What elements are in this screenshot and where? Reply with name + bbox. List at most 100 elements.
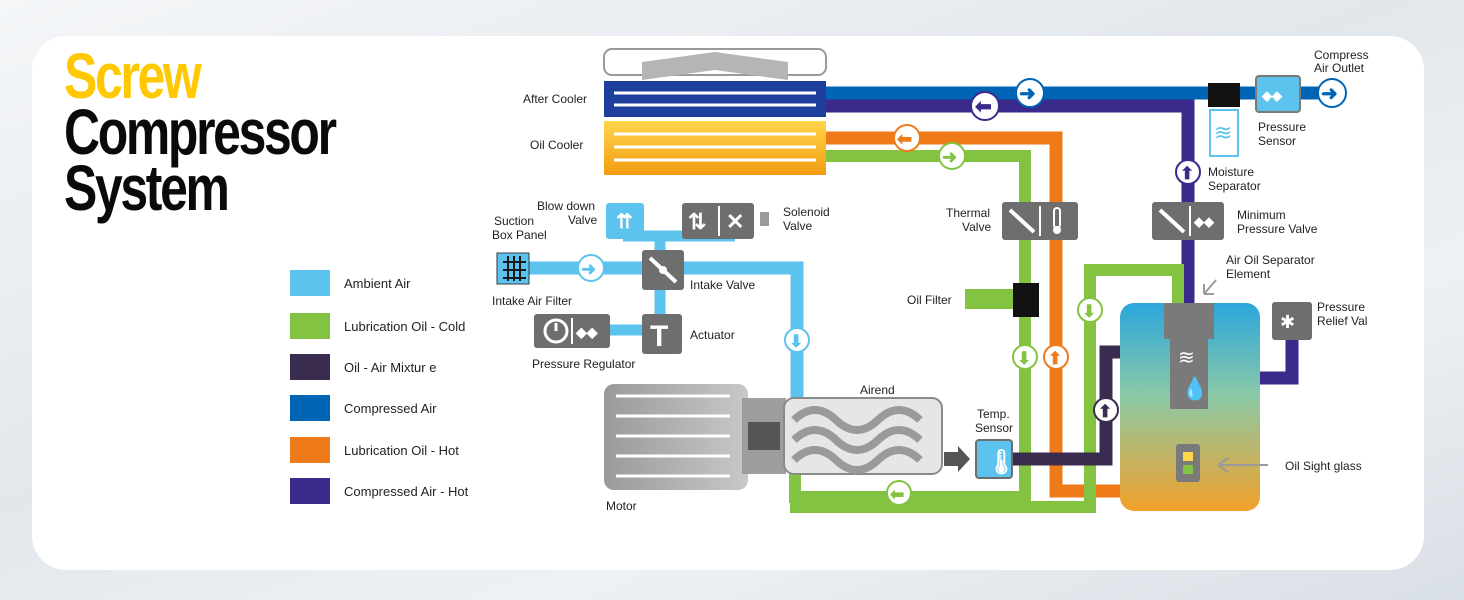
up-arrows-icon: ⇈ [616,211,633,233]
legend-label: Compressed Air [344,401,437,416]
thermal-valve-icon [1008,208,1036,234]
relief-label-1: Pressure [1317,300,1365,314]
min-pressure-arrows-icon: ◆◆ [1193,214,1215,229]
arrow-glyph: ➜ [1321,83,1338,105]
sight-glass-pointer [1217,457,1268,473]
filter-grid-icon [503,256,526,281]
arrow-glyph: ⬅ [975,96,992,118]
legend-swatch [290,313,330,339]
legend-swatch [290,478,330,504]
solenoid-coil-icon [760,212,769,226]
legend-item-ambient-air: Ambient Air [290,270,550,296]
pressure-sensor-label-2: Sensor [1258,134,1296,148]
page-title: Screw Compressor System [64,40,337,224]
min-pressure-valve [1152,202,1224,240]
flow-arrow-up-icon [1175,159,1201,185]
temp-label-2: Sensor [975,421,1013,435]
arrow-glyph: ⬆ [1098,402,1112,421]
moisture-icon: ≋ [1214,120,1232,145]
separator-pointer [1203,279,1217,295]
min-pressure-label-1: Minimum [1237,208,1286,222]
solenoid-label-2: Valve [783,219,812,233]
legend-item-compressed-air: Compressed Air [290,395,550,421]
pressure-sensor [1255,75,1301,113]
solenoid-x-icon: ✕ [726,209,744,234]
moisture-separator [1208,83,1240,107]
pressure-relief-valve [1272,302,1312,340]
outlet-label-2: Air Outlet [1314,61,1365,75]
ambient-air-pipe [528,261,804,400]
legend-label: Oil - Air Mixtur e [344,360,437,375]
title-line-compressor: Compressor [64,96,337,168]
suction-label-1: Suction [494,214,534,228]
flow-arrow-down-icon [784,327,810,353]
flow-arrow-left-icon [970,91,1000,121]
temp-sensor [975,439,1013,479]
thermal-label-2: Valve [962,220,991,234]
flow-arrow-up-icon [1043,344,1069,370]
oil-sight-glass-label: Oil Sight glass [1285,459,1362,473]
solenoid-label-1: Solenoid [783,205,830,219]
thermal-label-1: Thermal [946,206,990,220]
separator-flow-icon: ≋ [1178,347,1195,369]
legend-swatch [290,270,330,296]
actuator-label: Actuator [690,328,735,342]
separator-element-label-2: Element [1226,267,1271,281]
legend-item-compressed-air-hot: Compressed Air - Hot [290,478,550,504]
arrow-glyph: ➜ [1019,83,1036,105]
blow-down-valve [606,203,644,239]
intake-valve-pivot [659,266,667,274]
title-line-system: System [64,152,230,224]
moisture-label-2: Separator [1208,179,1261,193]
intake-filter-label: Intake Air Filter [492,294,572,308]
after-cooler-label: After Cooler [523,92,587,106]
actuator-t-icon: T [650,320,668,353]
oil-filter [1013,283,1039,317]
flow-arrow-left-icon [886,480,912,506]
arrow-glyph: ⬅ [889,485,904,504]
separator-element-body [1170,339,1208,409]
motor-shaft-icon [748,422,780,450]
oil-drop-icon: 💧 [1181,376,1208,401]
thermometer-icon: 🌡 [986,449,1016,476]
legend-label: Lubrication Oil - Hot [344,443,459,458]
cooler-fan-blade [642,52,788,80]
flow-arrow-right-icon [577,254,605,282]
arrow-glyph: ⬇ [789,332,803,351]
arrow-glyph: ⬆ [1180,164,1194,183]
separator-element-label-1: Air Oil Separator [1226,253,1315,267]
solenoid-arrows-icon: ⇅ [688,209,706,234]
legend-swatch [290,437,330,463]
temp-label-1: Temp. [977,407,1010,421]
legend-label: Compressed Air - Hot [344,484,469,499]
regulator-arrows-icon: ◆◆ [575,324,599,340]
pressure-sensor-icon: ◆◆ [1261,88,1283,103]
arrow-glyph: ⬆ [1048,349,1062,368]
cold-oil-return-pipe [790,264,1184,513]
arrow-glyph: ⬇ [1017,349,1031,368]
flow-arrow-right-icon [938,142,966,170]
relief-pipe [1260,336,1299,385]
pressure-regulator-label: Pressure Regulator [532,357,635,371]
oil-filter-label: Oil Filter [907,293,952,307]
flow-arrow-up-icon [1093,397,1119,423]
legend-swatch [290,395,330,421]
legend-swatch [290,354,330,380]
outlet-arrow-icon [1317,78,1347,108]
title-line-screw: Screw [64,40,202,112]
legend-item-oil-air-mixture: Oil - Air Mixtur e [290,354,550,380]
relief-label-2: Relief Val [1317,314,1367,328]
flow-arrow-left-icon [893,124,921,152]
airend-screw-rotor [791,406,923,474]
blow-down-label-1: Blow down [537,199,595,213]
legend-label: Ambient Air [344,276,411,291]
min-pressure-label-2: Pressure Valve [1237,222,1318,236]
legend-label: Lubrication Oil - Cold [344,319,466,334]
sight-glass-window [1183,465,1193,474]
airend-discharge-arrow [944,446,970,472]
arrow-glyph: ➜ [581,259,596,279]
flow-arrow-down-icon [1012,344,1038,370]
oil-cooler-label: Oil Cooler [530,138,583,152]
flow-arrow-down-icon [1077,297,1103,323]
pressure-sensor-label-1: Pressure [1258,120,1306,134]
